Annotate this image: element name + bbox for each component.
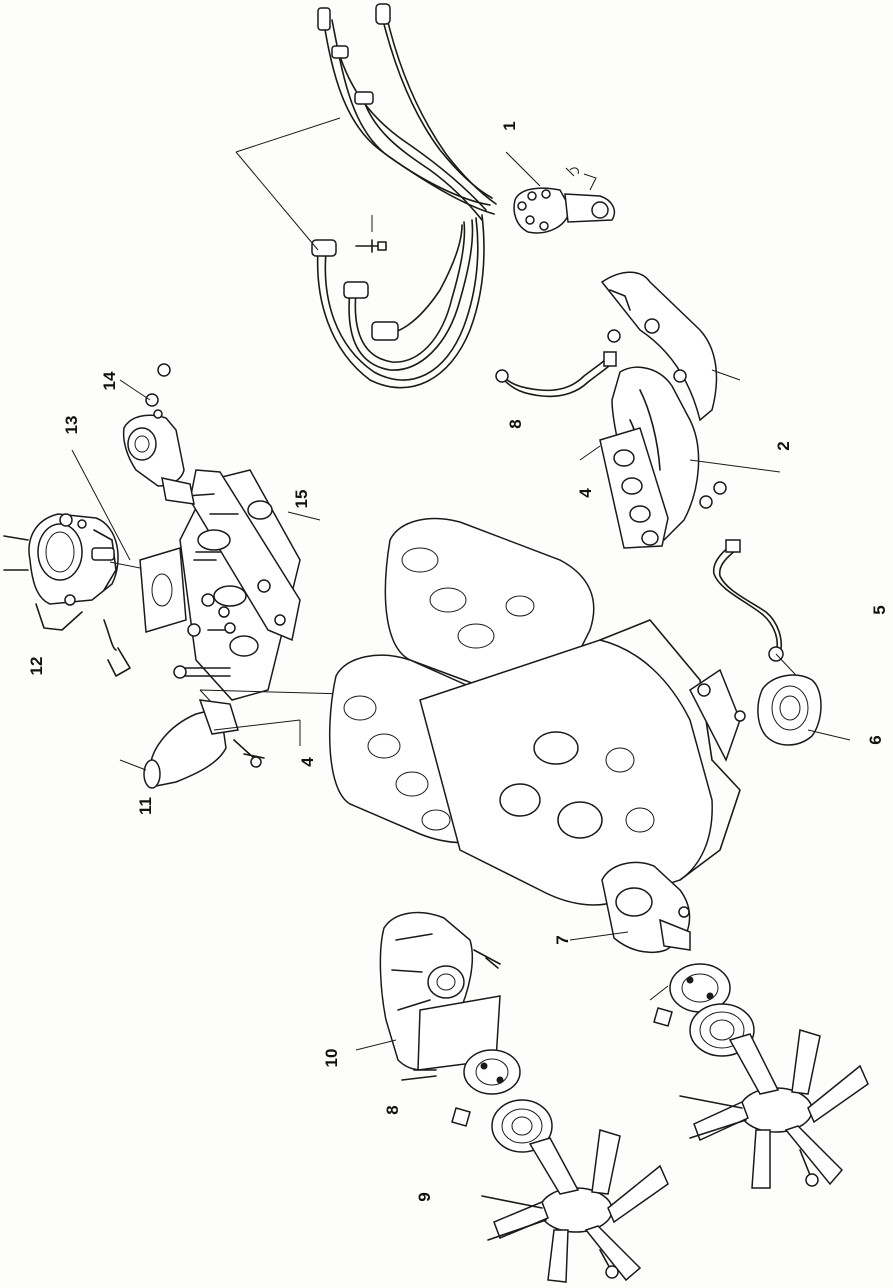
callout-4-outlet: 4 — [298, 757, 317, 767]
tensioner-pulley-icon — [757, 674, 851, 746]
exhaust-manifold-icon — [579, 271, 781, 549]
oil-pipe-icon — [712, 539, 811, 691]
fan-clutch-left-icon — [491, 1099, 553, 1153]
callout-15: 15 — [292, 489, 311, 509]
water-pump-icon — [569, 861, 691, 954]
callout-5: 5 — [870, 605, 889, 615]
callout-12: 12 — [27, 656, 46, 676]
fasteners-icon — [64, 551, 236, 634]
callout-13: 13 — [62, 415, 81, 435]
callout-8-lower: 8 — [383, 1105, 402, 1115]
callout-4-manifold: 4 — [576, 488, 595, 498]
callout-6: 6 — [866, 735, 885, 745]
callout-8-pipe: 8 — [506, 419, 525, 429]
gasket-icon — [71, 449, 187, 633]
ignition-wire-harness-icon — [235, 3, 497, 389]
pulley-left-icon — [401, 1049, 521, 1127]
callout-9: 9 — [415, 1192, 434, 1202]
callout-2: 2 — [774, 441, 793, 451]
water-outlet-icon — [119, 699, 301, 789]
timing-cover-icon — [355, 911, 501, 1071]
engine-block-icon — [328, 517, 746, 906]
egr-valve-icon — [119, 363, 195, 505]
callout-11: 11 — [136, 797, 155, 815]
callout-10: 10 — [322, 1048, 341, 1068]
callout-1: 1 — [500, 121, 519, 131]
intake-manifold-icon — [173, 469, 347, 721]
cooling-fan-icon — [679, 1029, 869, 1189]
callout-14: 14 — [100, 371, 119, 391]
callout-7: 7 — [553, 935, 572, 945]
cooling-fan-left-icon — [481, 1129, 669, 1283]
vacuum-pipe-icon — [495, 351, 617, 398]
distributor-icon — [505, 151, 616, 234]
throttle-body-icon — [3, 513, 151, 677]
